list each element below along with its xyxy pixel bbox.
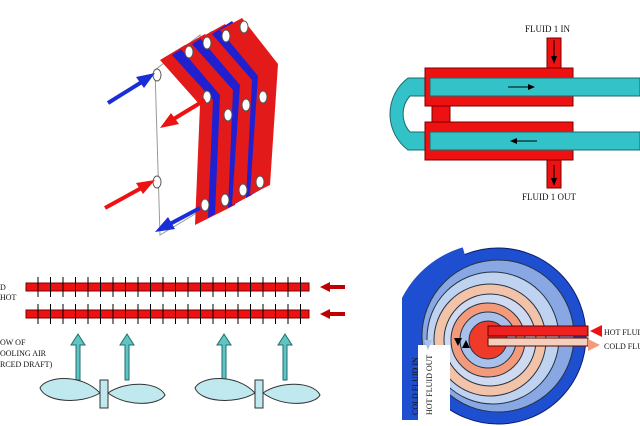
shell-connector: [431, 105, 451, 123]
air-label-2: OOLING AIR: [0, 349, 47, 358]
hot-tube-row-1: [25, 282, 310, 292]
air-label-1: OW OF: [0, 338, 26, 347]
hot-out-arrow: [170, 98, 207, 122]
hot-tube-row-2: [25, 309, 310, 319]
cold-in-arrow: [410, 340, 418, 350]
cold-fluid-pipe: [487, 337, 589, 347]
hot-fluid-out-label: HOT FLUID OUT: [425, 355, 434, 415]
hot-in-arrow: [104, 184, 146, 210]
hot-inlet-arrow-2: [320, 309, 330, 319]
hot-out-arrow: [424, 340, 432, 350]
plate-4: [220, 18, 278, 195]
fluid-out-label: FLUID 1 OUT: [522, 192, 576, 202]
hot-fluid-in-arrow: [590, 325, 602, 337]
fluid-in-label: FLUID 1 IN: [525, 24, 570, 34]
fan-2: [194, 378, 321, 409]
cold-fluid-in-label: COLD FLUID IN: [411, 357, 420, 415]
fan-1: [39, 378, 166, 409]
cold-out-arrow: [167, 206, 201, 227]
spiral-heat-exchanger: HOT FLUID COLD FLUI COLD FLUID IN HOT FL…: [400, 235, 640, 426]
return-bend: [389, 77, 431, 151]
fins-row-2: [37, 304, 301, 324]
hot-fluid-pipe: [487, 325, 589, 337]
plate-ports: [152, 20, 268, 212]
cold-in-arrow: [106, 78, 147, 105]
air-cooled-heat-exchanger: D HOT OW OF OOLING AIR RCED DRAFT): [0, 277, 345, 409]
row2-label: HOT: [0, 293, 17, 302]
cold-fluid-inlet-channel: [402, 247, 468, 420]
hot-inlet-arrow-1: [320, 282, 330, 292]
hot-fluid-in-label: HOT FLUID: [604, 328, 640, 337]
plate-heat-exchanger: [104, 18, 278, 236]
row1-label: D: [0, 283, 6, 292]
double-pipe-heat-exchanger: FLUID 1 IN FLUID 1 OUT: [389, 24, 640, 202]
air-flow-arrows: [70, 333, 293, 381]
cold-fluid-out-label: COLD FLUI: [604, 342, 640, 351]
fins-row-1: [37, 277, 301, 297]
air-label-3: RCED DRAFT): [0, 360, 53, 369]
cold-fluid-out-arrow: [588, 339, 600, 351]
